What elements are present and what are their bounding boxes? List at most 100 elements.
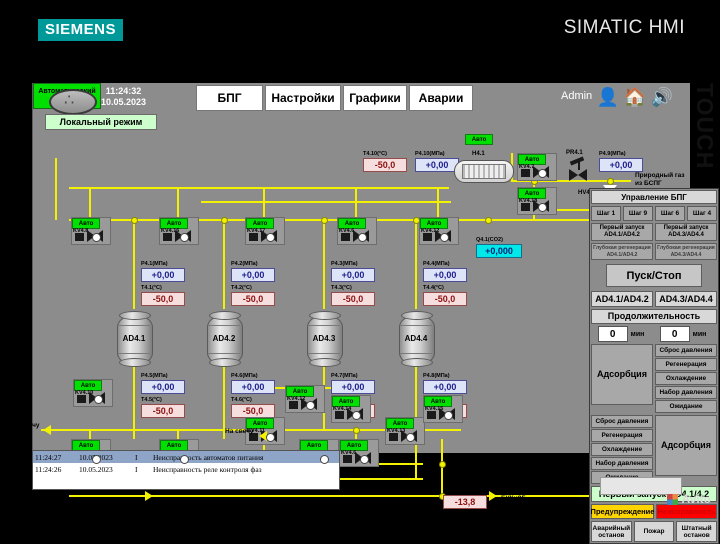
- pipe-segment: [201, 201, 451, 203]
- phase-matrix-bottom: Сброс давления Регенерация Охлаждение На…: [590, 414, 718, 485]
- measurement-label: P4.6(МПа): [231, 373, 258, 379]
- valve-KV4.18[interactable]: Авто KV4.18: [517, 187, 557, 215]
- valve-KV4.10[interactable]: Авто KV4.10: [73, 379, 113, 407]
- valve-auto-badge: Авто: [332, 396, 360, 407]
- pipe-segment: [55, 158, 57, 220]
- valve-KV4.7[interactable]: Авто KV4.7: [517, 153, 557, 181]
- measurement-value[interactable]: -50,0: [423, 292, 467, 306]
- adsorber-AD4.2[interactable]: AD4.2: [207, 309, 243, 369]
- heater-auto-badge: Авто: [465, 134, 493, 145]
- valve-auto-badge: Авто: [286, 386, 314, 397]
- deep-regen-ad43-ad44-button[interactable]: Глубокая регенерация AD4.3/AD4.4: [655, 243, 717, 260]
- alarm-time: 11:24:27: [35, 452, 62, 462]
- nav-button-settings[interactable]: Настройки: [265, 85, 341, 111]
- measurement-value[interactable]: +0,00: [231, 268, 275, 282]
- measurement-value[interactable]: -50,0: [231, 404, 275, 418]
- valve-KV4.16[interactable]: Авто KV4.16: [159, 217, 199, 245]
- phase-regeneration-right: Регенерация: [655, 358, 717, 371]
- heater-H4.1[interactable]: Н4.1: [454, 151, 514, 183]
- pipe-segment: [89, 187, 91, 227]
- top-banner: SIEMENS SIMATIC HMI: [0, 0, 720, 83]
- adsorber-AD4.4[interactable]: AD4.4: [399, 309, 435, 369]
- valve-label: KV4.17: [247, 228, 266, 234]
- pipe-node: [607, 178, 614, 185]
- adsorber-AD4.1[interactable]: AD4.1: [117, 309, 153, 369]
- avito-watermark-text: Avito: [681, 492, 711, 506]
- pipe-segment: [263, 187, 265, 227]
- measurement-value[interactable]: -50,0: [331, 292, 375, 306]
- phase-regeneration-left: Регенерация: [591, 429, 653, 442]
- horizontal-scrollbar[interactable]: [600, 477, 682, 495]
- valve-KV4.12-flare[interactable]: Авто KV4.12: [285, 385, 325, 413]
- start-stop-button[interactable]: Пуск/Стоп: [606, 264, 702, 287]
- pipe-segment: [133, 219, 135, 309]
- user-icon[interactable]: 👤: [596, 86, 620, 107]
- measurement-value[interactable]: -13,8: [443, 495, 487, 509]
- adsorber-AD4.3[interactable]: AD4.3: [307, 309, 343, 369]
- step-button-6[interactable]: Шаг 6: [655, 206, 685, 221]
- emergency-stop-button[interactable]: Аварийный останов: [591, 521, 632, 542]
- regulator-PR4.1-icon[interactable]: [569, 156, 591, 181]
- valve-label: KV4.16: [161, 228, 180, 234]
- adsorber-label: AD4.1: [122, 334, 146, 343]
- measurement-value[interactable]: +0,00: [599, 158, 643, 172]
- speaker-icon[interactable]: 🔊: [650, 86, 674, 107]
- measurement-value[interactable]: +0,00: [141, 268, 185, 282]
- heater-label: Н4.1: [472, 151, 485, 157]
- valve-auto-badge: Авто: [74, 380, 102, 391]
- measurement-value[interactable]: -50,0: [231, 292, 275, 306]
- fire-button[interactable]: Пожар: [633, 521, 675, 542]
- measurement-value[interactable]: +0,000: [476, 244, 522, 258]
- measurement-value[interactable]: -50,0: [141, 292, 185, 306]
- valve-KV4.6-bottom[interactable]: Авто KV4.6: [339, 439, 379, 467]
- first-start-ad41-ad42-button[interactable]: Первый запуск AD4.1/AD4.2: [591, 223, 653, 241]
- nav-button-charts[interactable]: Графики: [343, 85, 407, 111]
- first-start-ad43-ad44-button[interactable]: Первый запуск AD4.3/AD4.4: [655, 223, 717, 241]
- measurement-value[interactable]: -50,0: [141, 404, 185, 418]
- right-phase-list: Сброс давления Регенерация Охлаждение На…: [654, 343, 718, 414]
- home-icon[interactable]: 🏠: [623, 86, 647, 107]
- fault-indicator[interactable]: Неисправность: [656, 504, 717, 519]
- warning-indicator[interactable]: Предупреждение: [591, 504, 654, 519]
- measurement-value[interactable]: +0,00: [331, 380, 375, 394]
- measurement-label: T4.4(°C): [423, 285, 444, 291]
- duration-right-unit: мин: [692, 330, 707, 338]
- duration-right-value[interactable]: 0: [659, 326, 690, 342]
- valve-KV4.14[interactable]: Авто KV4.14: [331, 395, 371, 423]
- measurement-value[interactable]: +0,00: [423, 380, 467, 394]
- deep-regen-ad41-ad42-button[interactable]: Глубокая регенерация AD4.1/AD4.2: [591, 243, 653, 260]
- valve-KV4.17[interactable]: Авто KV4.17: [245, 217, 285, 245]
- user-label: Admin: [561, 90, 593, 102]
- nav-button-bpg[interactable]: БПГ: [196, 85, 263, 111]
- step-button-1[interactable]: Шаг 1: [591, 206, 621, 221]
- measurement-value[interactable]: +0,00: [331, 268, 375, 282]
- phase-pressure-buildup-left: Набор давления: [591, 457, 653, 470]
- step-button-4[interactable]: Шаг 4: [687, 206, 717, 221]
- valve-label: KV4.15: [425, 406, 444, 412]
- measurement-value[interactable]: +0,00: [141, 380, 185, 394]
- valve-auto-badge: Авто: [386, 418, 414, 429]
- valve-label: KV4.12: [421, 228, 440, 234]
- measurement-value[interactable]: -50,0: [363, 158, 407, 172]
- measurement-label: P4.2(МПа): [231, 261, 258, 267]
- valve-KV4.6[interactable]: Авто KV4.6: [337, 217, 377, 245]
- valve-auto-badge: Авто: [246, 418, 274, 429]
- normal-stop-button[interactable]: Штатный останов: [676, 521, 718, 542]
- step-button-row: Шаг 1 Шаг 9 Шаг 6 Шаг 4: [590, 205, 718, 222]
- measurement-value[interactable]: +0,00: [415, 158, 459, 172]
- pipe-segment: [437, 187, 439, 227]
- measurement-value[interactable]: +0,00: [231, 380, 275, 394]
- valve-auto-badge: Авто: [160, 218, 188, 229]
- measurement-value[interactable]: +0,00: [423, 268, 467, 282]
- alarm-log-row[interactable]: 11:24:26 10.05.2023 I Неисправность реле…: [33, 463, 339, 475]
- left-adsorption-label: Адсорбция: [591, 344, 653, 405]
- nav-button-alarms[interactable]: Аварии: [409, 85, 473, 111]
- valve-KV4.15[interactable]: Авто KV4.15: [423, 395, 463, 423]
- duration-left-value[interactable]: 0: [597, 326, 628, 342]
- valve-KV4.8[interactable]: Авто KV4.8: [71, 217, 111, 245]
- valve-KV4.12-top[interactable]: Авто KV4.12: [419, 217, 459, 245]
- step-button-9[interactable]: Шаг 9: [623, 206, 653, 221]
- valve-KV4.13[interactable]: Авто KV4.13: [385, 417, 425, 445]
- measurement-label: P4.1(МПа): [141, 261, 168, 267]
- phase-cooling-left: Охлаждение: [591, 443, 653, 456]
